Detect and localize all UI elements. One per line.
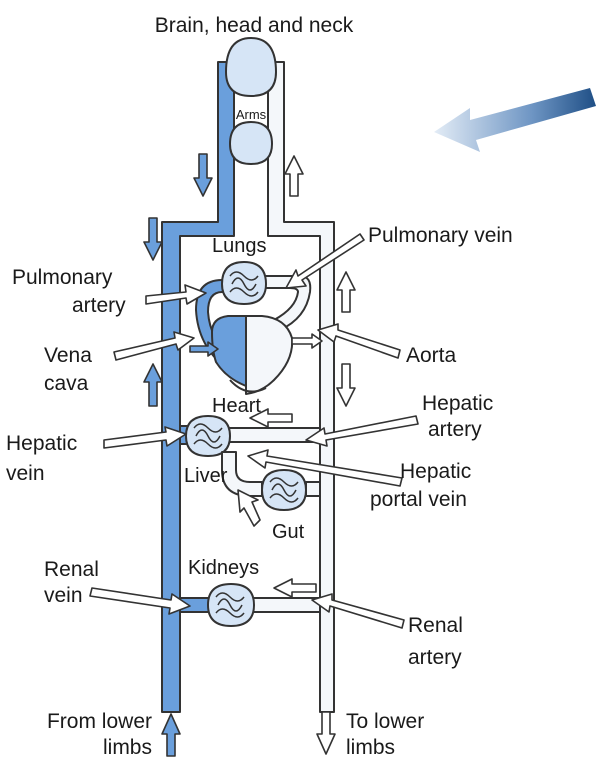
pointer-vena-cava: [114, 332, 194, 360]
to-lower-limbs-label-line1: To lower: [346, 710, 424, 733]
flow-down-arrow-blue: [194, 154, 212, 196]
gut-artery-vessel: [306, 482, 320, 496]
vena-cava-label-line2: cava: [44, 372, 89, 395]
aorta-vessel: [268, 62, 334, 712]
heart-left: [212, 316, 246, 386]
gut-label: Gut: [272, 521, 305, 543]
hepatic-artery-label-line2: artery: [428, 418, 482, 441]
pulmonary-vein-label: Pulmonary vein: [368, 224, 513, 247]
kidneys-label: Kidneys: [188, 557, 259, 579]
kidneys-capillary: [208, 584, 254, 626]
hepatic-portal-vein-label-line2: portal vein: [370, 488, 467, 511]
flow-up-arrow-blue: [144, 364, 162, 406]
pulmonary-artery-label-line1: Pulmonary: [12, 266, 113, 289]
renal-vein-label-line1: Renal: [44, 558, 99, 581]
hepatic-portal-vein-label-line1: Hepatic: [400, 460, 471, 483]
brain-capillary: [226, 38, 276, 96]
heart-label: Heart: [212, 395, 261, 417]
from-lower-limbs-label-line1: From lower: [47, 710, 152, 733]
flow-down-arrow-blue: [144, 218, 162, 260]
vena-cava-label-line1: Vena: [44, 344, 92, 367]
from-lower-limbs-label-line2: limbs: [103, 736, 152, 758]
flow-up-arrow-white: [285, 156, 303, 196]
renal-artery-label-line1: Renal: [408, 614, 463, 637]
liver-label: Liver: [184, 465, 228, 487]
hepatic-vein-label-line1: Hepatic: [6, 432, 77, 455]
hepatic-artery-label-line1: Hepatic: [422, 392, 493, 415]
arms-capillary: [230, 122, 272, 164]
lungs-label: Lungs: [212, 235, 267, 257]
flow-up-arrow-white: [337, 272, 355, 312]
vessels: [162, 38, 334, 712]
flow-left-arrow-white: [274, 579, 316, 597]
aorta-label: Aorta: [406, 344, 457, 367]
flow-arrow-heart-aorta: [292, 334, 322, 348]
arms-label: Arms: [236, 107, 267, 122]
flow-down-arrow-white: [337, 364, 355, 406]
flow-up-arrow-lower-limbs: [162, 714, 180, 756]
hepatic-vein-label-line2: vein: [6, 462, 45, 485]
pulmonary-artery-label-line2: artery: [72, 294, 126, 317]
big-blue-arrow: [434, 88, 596, 152]
renal-artery-label-line2: artery: [408, 646, 462, 669]
to-lower-limbs-label-line2: limbs: [346, 736, 395, 758]
renal-vein-label-line2: vein: [44, 584, 83, 607]
flow-down-arrow-lower-limbs: [317, 712, 335, 754]
renal-artery-vessel: [252, 598, 320, 612]
brain-head-neck-label: Brain, head and neck: [155, 14, 354, 37]
heart-right: [246, 316, 292, 394]
